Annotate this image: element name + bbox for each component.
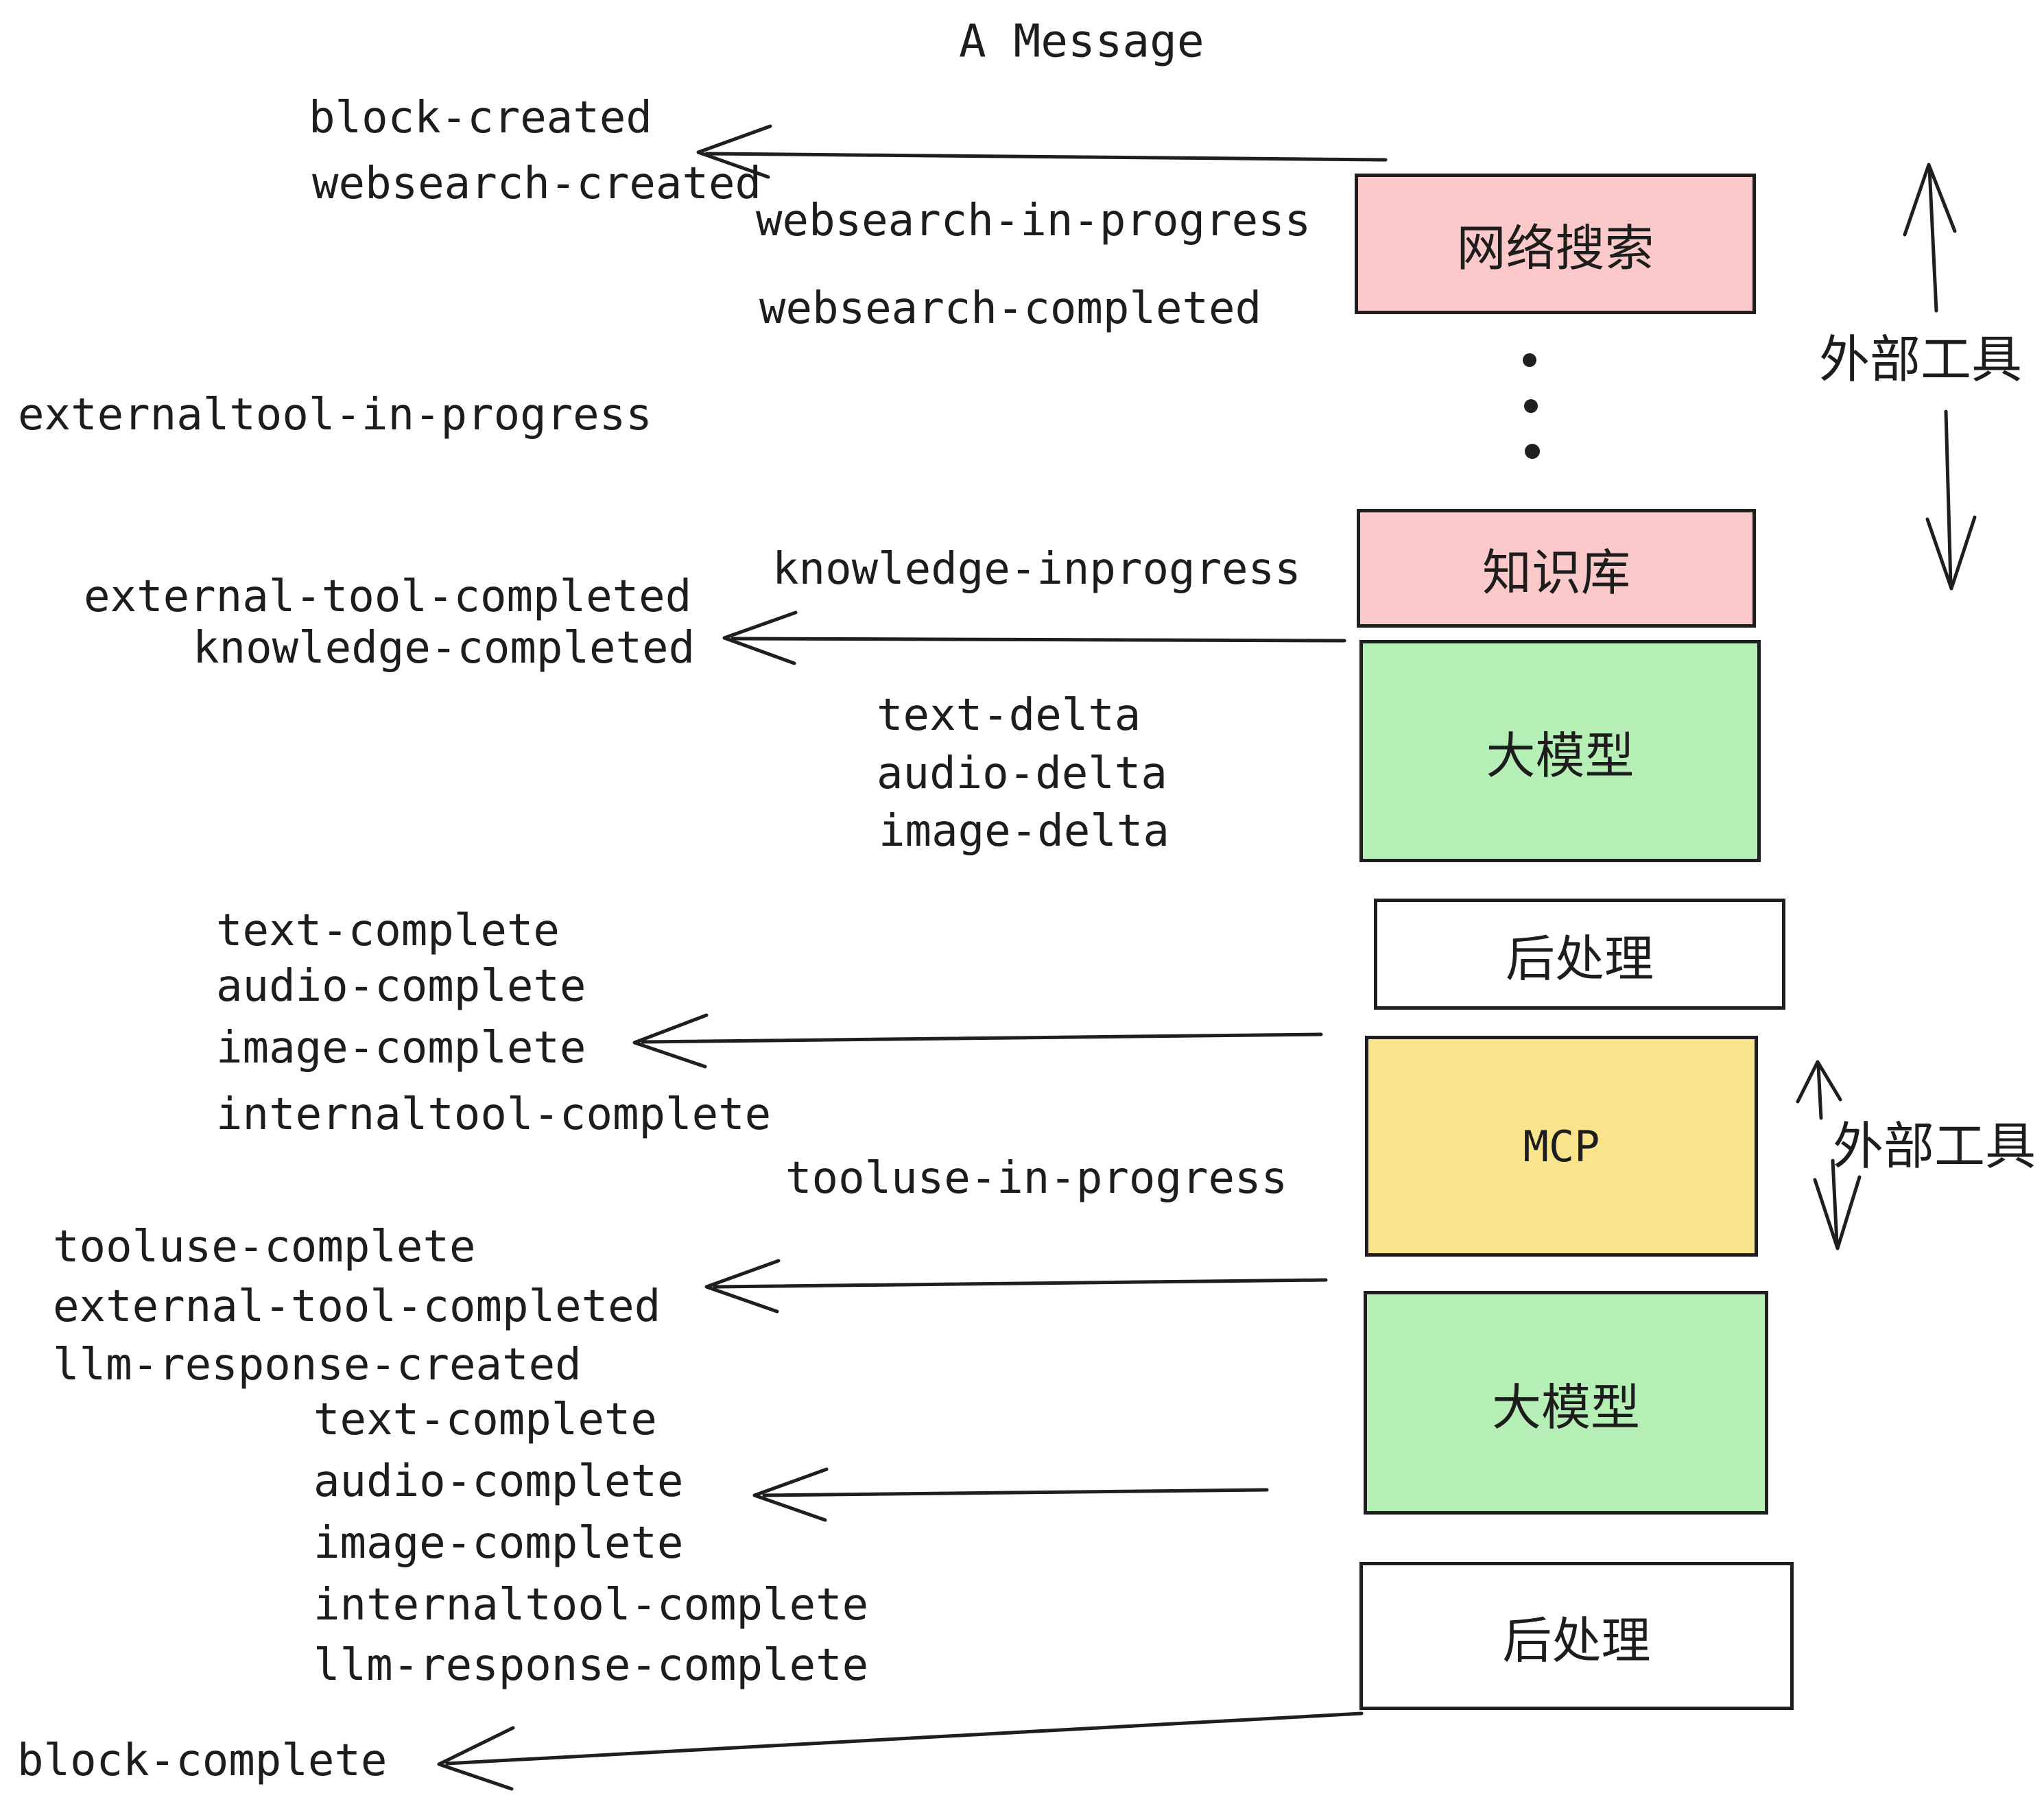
node-llm-1-label: 大模型 — [1486, 728, 1635, 784]
arrow-to-knowledge-completed — [722, 610, 1346, 665]
node-llm-2-label: 大模型 — [1491, 1380, 1640, 1436]
event-text-complete-1: text-complete — [216, 905, 560, 956]
external-tools-top-down-arrow — [1925, 410, 1977, 591]
event-audio-complete-2: audio-complete — [313, 1456, 684, 1507]
event-internaltool-complete-2: internaltool-complete — [313, 1580, 869, 1630]
diagram-title: A Message — [959, 14, 1204, 68]
event-internaltool-complete-1: internaltool-complete — [216, 1089, 772, 1140]
event-external-tool-completed-1: external-tool-completed — [84, 571, 692, 622]
node-postprocess-1-label: 后处理 — [1505, 931, 1654, 987]
node-llm-1: 大模型 — [1359, 640, 1761, 862]
node-knowledge-base-label: 知识库 — [1482, 546, 1630, 601]
node-mcp-label: MCP — [1523, 1121, 1600, 1172]
node-knowledge-base: 知识库 — [1357, 509, 1756, 628]
external-tools-top-up-arrow — [1903, 163, 1957, 313]
event-externaltool-in-progress: externaltool-in-progress — [18, 390, 652, 440]
ellipsis-dots — [1523, 353, 1540, 459]
node-postprocess-1: 后处理 — [1374, 899, 1785, 1010]
event-text-delta-1: text-delta — [877, 690, 1141, 741]
event-websearch-created: websearch-created — [312, 158, 762, 209]
external-tools-label-mid: 外部工具 — [1833, 1117, 2036, 1175]
event-knowledge-completed: knowledge-completed — [193, 623, 696, 674]
arrow-websearch-to-block-created — [696, 124, 1388, 179]
node-postprocess-2: 后处理 — [1359, 1562, 1794, 1710]
node-postprocess-2-label: 后处理 — [1502, 1613, 1651, 1669]
event-websearch-in-progress: websearch-in-progress — [756, 195, 1311, 246]
external-tools-mid-down-arrow — [1813, 1159, 1862, 1250]
event-text-complete-2: text-complete — [313, 1394, 657, 1445]
event-block-complete: block-complete — [17, 1735, 388, 1786]
event-knowledge-inprogress: knowledge-inprogress — [772, 544, 1301, 595]
arrow-to-tooluse-complete — [704, 1259, 1328, 1314]
node-websearch-label: 网络搜索 — [1456, 222, 1654, 276]
event-image-delta-1: image-delta — [879, 806, 1169, 857]
event-tooluse-in-progress: tooluse-in-progress — [785, 1153, 1288, 1204]
event-llm-response-created: llm-response-created — [53, 1340, 582, 1390]
node-mcp: MCP — [1365, 1036, 1758, 1257]
external-tools-label-top: 外部工具 — [1819, 331, 2022, 388]
event-tooluse-complete: tooluse-complete — [53, 1222, 476, 1272]
event-audio-complete-1: audio-complete — [216, 961, 586, 1012]
event-image-complete-1: image-complete — [216, 1023, 586, 1073]
event-block-created: block-created — [309, 93, 652, 143]
event-image-complete-2: image-complete — [313, 1518, 684, 1569]
external-tools-mid-up-arrow — [1796, 1060, 1842, 1120]
event-llm-response-complete: llm-response-complete — [313, 1640, 869, 1691]
node-websearch: 网络搜索 — [1355, 174, 1756, 314]
event-external-tool-completed-2: external-tool-completed — [53, 1281, 661, 1332]
arrow-to-block-complete — [437, 1711, 1364, 1791]
event-websearch-completed: websearch-completed — [759, 283, 1262, 334]
arrow-to-audio-complete — [752, 1467, 1269, 1522]
event-audio-delta-1: audio-delta — [877, 748, 1167, 799]
arrow-to-image-complete — [632, 1013, 1323, 1069]
node-llm-2: 大模型 — [1364, 1291, 1768, 1515]
